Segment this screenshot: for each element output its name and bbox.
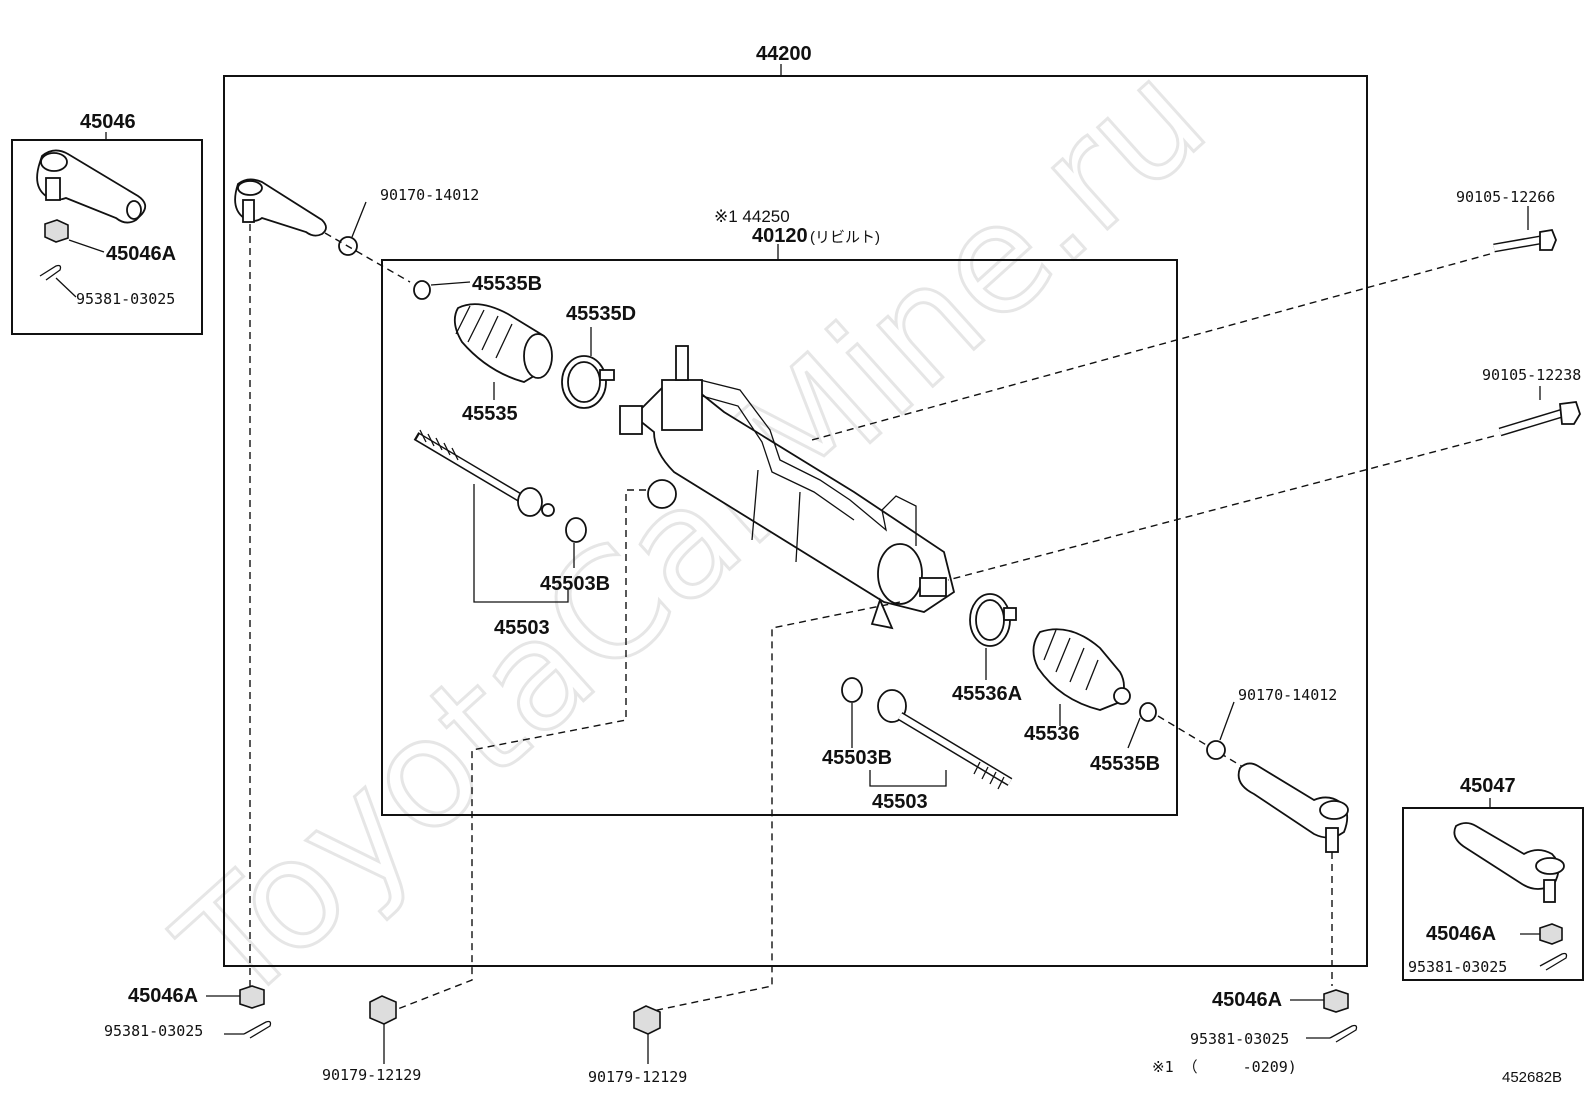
bolt-90105-12238-drawing xyxy=(1498,401,1581,437)
label-45535: 45535 xyxy=(462,403,518,425)
clamp-45535B-bottom-icon xyxy=(1139,702,1157,722)
footnote: ※1 （ -0209) xyxy=(1152,1058,1297,1076)
label-rebuilt: (リビルト) xyxy=(810,229,880,246)
label-45535D: 45535D xyxy=(566,303,636,325)
label-45047: 45047 xyxy=(1460,775,1516,797)
label-45046A-inset-right: 45046A xyxy=(1426,923,1496,945)
tie-rod-end-45046-drawing xyxy=(36,149,147,224)
washer-45503B-top-icon xyxy=(565,517,587,543)
bolt-90179-left-drawing xyxy=(369,995,397,1064)
assembly-44200-box xyxy=(223,75,1368,967)
label-45046: 45046 xyxy=(80,111,136,133)
watermark: ToyotaCarMine.ru xyxy=(147,31,1238,1038)
label-44250-note: ※1 44250 xyxy=(714,207,790,226)
label-40120: 40120 xyxy=(752,225,808,247)
tie-rod-end-45047-drawing xyxy=(1453,822,1565,903)
nut-45046A-bottom-left-icon xyxy=(239,985,265,1009)
label-90179-left: 90179-12129 xyxy=(322,1066,421,1084)
label-44200: 44200 xyxy=(756,43,812,65)
label-45503-top: 45503 xyxy=(494,617,550,639)
label-45503B-top: 45503B xyxy=(540,573,610,595)
label-45046A-inset-left: 45046A xyxy=(106,243,176,265)
clamp-45536A-drawing xyxy=(969,593,1017,647)
tie-rod-end-left-drawing xyxy=(234,178,327,237)
nut-icon-inset-right xyxy=(1539,923,1563,945)
washer-45503B-bottom-icon xyxy=(841,677,863,703)
label-45046A-bottom-right: 45046A xyxy=(1212,989,1282,1011)
label-95381-inset-right: 95381-03025 xyxy=(1408,958,1507,976)
inner-tie-rod-bottom-drawing xyxy=(877,689,1013,790)
steering-gear-housing-drawing xyxy=(619,345,956,630)
boot-45536-drawing xyxy=(1032,628,1131,711)
label-90179-middle: 90179-12129 xyxy=(588,1068,687,1086)
tie-rod-end-right-drawing xyxy=(1237,762,1349,853)
washer-90170-right-icon xyxy=(1206,740,1226,760)
label-45503B-bottom: 45503B xyxy=(822,747,892,769)
label-45535B-bottom: 45535B xyxy=(1090,753,1160,775)
cotter-pin-icon-inset-right xyxy=(1539,952,1568,971)
label-95381-bottom-left: 95381-03025 xyxy=(104,1022,203,1040)
clamp-45535D-drawing xyxy=(561,355,615,409)
inner-tie-rod-top-drawing xyxy=(413,429,555,517)
label-90170-bottom: 90170-14012 xyxy=(1238,686,1337,704)
cotter-pin-icon xyxy=(39,264,62,281)
bolt-90179-middle-drawing xyxy=(633,1005,661,1064)
cotter-pin-bottom-right-icon xyxy=(1329,1024,1358,1043)
label-45536A: 45536A xyxy=(952,683,1022,705)
label-90170-top: 90170-14012 xyxy=(380,186,479,204)
bolt-90105-12266-drawing xyxy=(1493,228,1557,253)
inset-45047-box xyxy=(1402,807,1584,981)
nut-45046A-bottom-right-icon xyxy=(1323,989,1349,1013)
cotter-pin-bottom-left-icon xyxy=(243,1020,272,1039)
label-95381-bottom-right: 95381-03025 xyxy=(1190,1030,1289,1048)
label-95381-inset-left: 95381-03025 xyxy=(76,290,175,308)
label-45536: 45536 xyxy=(1024,723,1080,745)
label-45046A-bottom-left: 45046A xyxy=(128,985,198,1007)
nut-icon xyxy=(44,219,69,243)
diagram-reference-number: 452682B xyxy=(1502,1069,1562,1086)
clamp-45535B-top-icon xyxy=(413,280,431,300)
label-45535B-top: 45535B xyxy=(472,273,542,295)
assembly-44250-box xyxy=(381,259,1178,816)
label-90105-12238: 90105-12238 xyxy=(1482,366,1581,384)
label-90105-12266: 90105-12266 xyxy=(1456,188,1555,206)
label-45503-bottom: 45503 xyxy=(872,791,928,813)
inset-45046-box xyxy=(11,139,203,335)
boot-45535-drawing xyxy=(453,303,553,383)
